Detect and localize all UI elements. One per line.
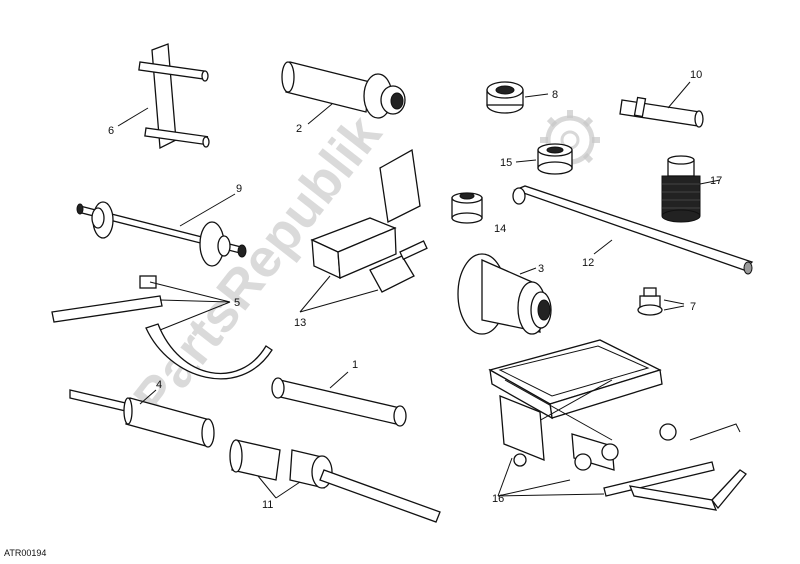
callout-7: 7 (690, 301, 696, 313)
callout-1: 1 (352, 359, 358, 371)
callout-17: 17 (710, 175, 722, 187)
part-5-strip (51, 275, 273, 380)
part-9-shaft (76, 201, 247, 267)
part-16-lift-stand (488, 339, 741, 471)
callout-16: 16 (492, 493, 504, 505)
part-13-clamp-tool (369, 240, 428, 293)
part-16-handle (603, 461, 747, 511)
part-3-sleeve (457, 253, 552, 335)
reference-code: ATR00194 (4, 548, 47, 558)
part-2-sleeve (281, 61, 406, 119)
callout-15: 15 (500, 157, 512, 169)
callout-12: 12 (582, 257, 594, 269)
part-13-case (310, 148, 421, 280)
callout-9: 9 (236, 183, 242, 195)
part-10-pin (619, 96, 704, 128)
part-12-rod (512, 185, 754, 275)
callout-3: 3 (538, 263, 544, 275)
part-17-knurled-cylinder (661, 155, 701, 223)
part-6-bracket (138, 43, 210, 150)
callout-11: 11 (262, 499, 273, 511)
callout-14: 14 (494, 223, 506, 235)
part-7-bolt (637, 287, 663, 316)
part-1-cylinder (271, 377, 407, 427)
callout-10: 10 (690, 69, 702, 81)
callout-4: 4 (156, 379, 162, 391)
part-14-nut (451, 192, 483, 224)
part-8-bushing (486, 81, 524, 114)
callout-5: 5 (234, 297, 240, 309)
part-15-nut (537, 143, 573, 175)
callout-8: 8 (552, 89, 558, 101)
callout-2: 2 (296, 123, 302, 135)
callout-6: 6 (108, 125, 114, 137)
callout-13: 13 (294, 317, 306, 329)
part-4-shaft (69, 389, 215, 448)
part-11-bushings (229, 439, 441, 523)
